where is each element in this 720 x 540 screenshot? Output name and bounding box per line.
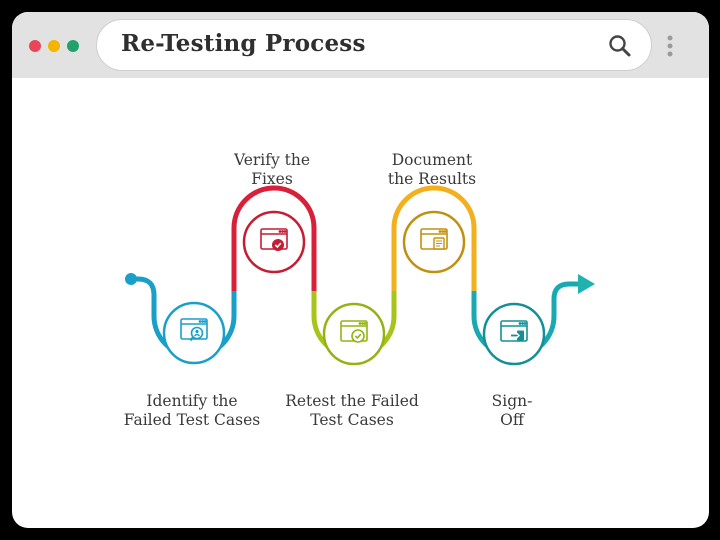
step-node-5	[482, 302, 546, 366]
path-segment-4	[391, 185, 477, 291]
step-node-4	[402, 210, 466, 274]
step-node-2	[242, 210, 306, 274]
step-label-3: Retest the Failed Test Cases	[267, 392, 437, 430]
kebab-menu-icon[interactable]	[663, 34, 677, 60]
browser-sign-off-icon	[500, 320, 528, 342]
process-path	[125, 185, 595, 366]
page-title: Re-Testing Process	[121, 30, 366, 57]
step-label-1-line2: Failed Test Cases	[123, 411, 261, 429]
step-label-1: Identify the Failed Test Cases	[107, 392, 277, 430]
step-label-1-line1: Identify the	[146, 392, 238, 410]
browser-user-search-icon	[180, 318, 208, 342]
address-bar[interactable]: Re-Testing Process	[96, 19, 652, 71]
browser-window: Re-Testing Process	[12, 12, 709, 528]
step-label-5-line2: Off	[500, 411, 524, 429]
browser-check-badge-icon	[260, 228, 288, 251]
step-label-4: Document the Results	[347, 151, 517, 189]
minimize-window-button[interactable]	[48, 40, 60, 52]
step-label-4-line1: Document	[391, 151, 473, 169]
step-node-1	[162, 301, 226, 365]
browser-check-circle-icon	[340, 320, 368, 343]
title-bar: Re-Testing Process	[12, 12, 709, 78]
process-diagram: Identify the Failed Test Cases Verify th…	[12, 78, 709, 528]
search-icon[interactable]	[607, 33, 633, 59]
step-label-4-line2: the Results	[387, 170, 477, 188]
step-label-5: Sign- Off	[427, 392, 597, 430]
step-label-2-line1: Verify the	[233, 151, 311, 169]
end-arrow-icon	[578, 274, 595, 294]
step-node-3	[322, 302, 386, 366]
path-segment-2	[231, 185, 317, 291]
browser-document-icon	[420, 228, 448, 250]
step-label-3-line2: Test Cases	[310, 411, 394, 429]
step-label-2-line2: Fixes	[251, 170, 293, 188]
close-window-button[interactable]	[29, 40, 41, 52]
step-label-3-line1: Retest the Failed	[285, 392, 419, 410]
maximize-window-button[interactable]	[67, 40, 79, 52]
step-label-2: Verify the Fixes	[187, 151, 357, 189]
step-label-5-line1: Sign-	[491, 392, 533, 410]
